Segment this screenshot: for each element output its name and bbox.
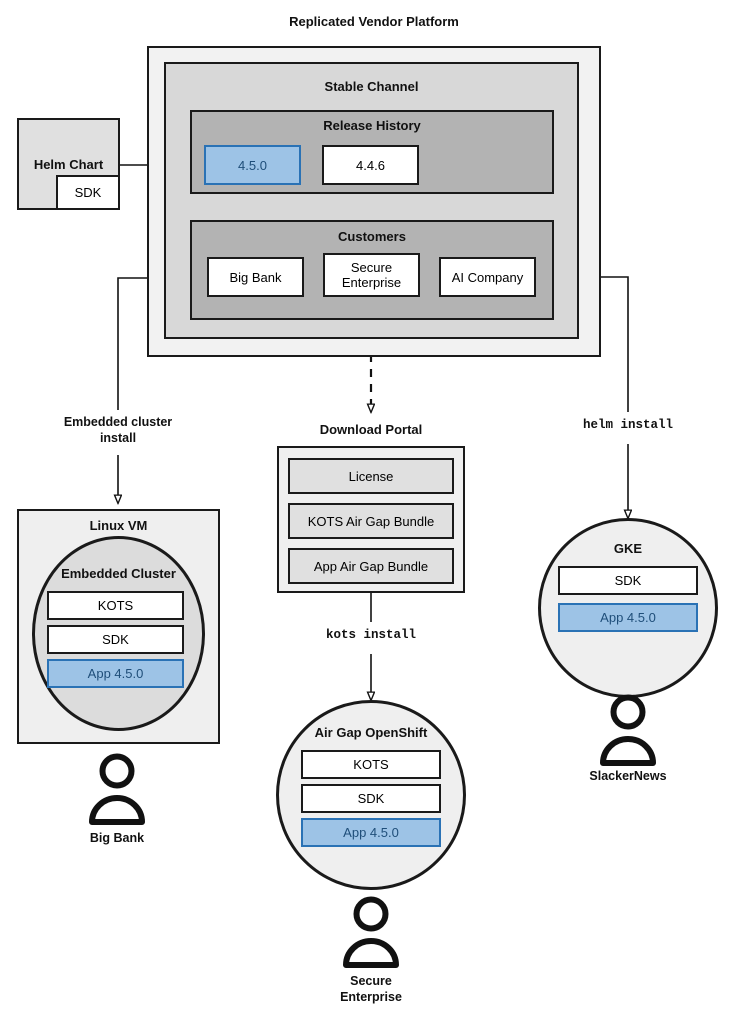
download-artifact-label: KOTS Air Gap Bundle [307, 513, 435, 529]
kots-install-caption: kots install [325, 628, 416, 642]
embedded-cluster-install-caption: Embedded cluster install [63, 415, 173, 445]
stable-channel-title: Stable Channel [324, 79, 419, 94]
customer-chip-ai-company[interactable]: AI Company [439, 257, 536, 297]
stack-item-label: App 4.5.0 [87, 666, 144, 681]
persona-label-slackernews: SlackerNews [589, 769, 667, 783]
release-chip-4-4-6[interactable]: 4.4.6 [322, 145, 419, 185]
stack-item-label: SDK [102, 632, 129, 647]
linux-vm-stack-kots[interactable]: KOTS [47, 591, 184, 620]
page-title: Replicated Vendor Platform [289, 14, 459, 29]
customer-name-label: AI Company [451, 269, 524, 285]
helm-chart-sdk-chip[interactable]: SDK [56, 175, 120, 210]
customer-name-label: Big Bank [229, 269, 282, 285]
helm-install-caption: helm install [582, 418, 673, 432]
gke-title: GKE [613, 541, 643, 556]
download-artifact-label: App Air Gap Bundle [313, 558, 429, 574]
linux-vm-stack-sdk[interactable]: SDK [47, 625, 184, 654]
stack-item-label: SDK [357, 791, 385, 806]
air-gap-openshift-title: Air Gap OpenShift [314, 725, 428, 740]
download-artifact-license[interactable]: License [288, 458, 454, 494]
persona-label-secure-enterprise: Secure Enterprise [340, 974, 402, 1004]
air-gap-openshift-stack-app[interactable]: App 4.5.0 [301, 818, 441, 847]
air-gap-openshift-stack-sdk[interactable]: SDK [301, 784, 441, 813]
release-version-label: 4.4.6 [356, 157, 385, 173]
stack-item-label: KOTS [353, 757, 389, 772]
helm-chart-title: Helm Chart [33, 157, 104, 172]
linux-vm-stack-app[interactable]: App 4.5.0 [47, 659, 184, 688]
linux-vm-title: Linux VM [89, 518, 148, 533]
download-artifact-app-air-gap-bundle[interactable]: App Air Gap Bundle [288, 548, 454, 584]
release-history-title: Release History [323, 118, 421, 133]
customer-chip-secure-enterprise[interactable]: Secure Enterprise [323, 253, 420, 297]
stack-item-label: App 4.5.0 [343, 825, 399, 840]
gke-stack-app[interactable]: App 4.5.0 [558, 603, 698, 632]
release-version-label: 4.5.0 [238, 157, 267, 173]
helm-chart-sdk-label: SDK [74, 185, 102, 200]
download-artifact-label: License [348, 468, 394, 484]
release-chip-4-5-0[interactable]: 4.5.0 [204, 145, 301, 185]
customers-title: Customers [338, 229, 406, 244]
gke-stack-sdk[interactable]: SDK [558, 566, 698, 595]
embedded-cluster-title: Embedded Cluster [61, 566, 176, 581]
customer-chip-big-bank[interactable]: Big Bank [207, 257, 304, 297]
download-artifact-kots-air-gap-bundle[interactable]: KOTS Air Gap Bundle [288, 503, 454, 539]
download-portal-title: Download Portal [319, 422, 423, 437]
stack-item-label: KOTS [97, 598, 134, 613]
stack-item-label: App 4.5.0 [600, 610, 656, 625]
stack-item-label: SDK [614, 573, 642, 588]
customer-name-label: Secure Enterprise [341, 260, 402, 290]
persona-label-big-bank: Big Bank [89, 831, 145, 845]
air-gap-openshift-stack-kots[interactable]: KOTS [301, 750, 441, 779]
